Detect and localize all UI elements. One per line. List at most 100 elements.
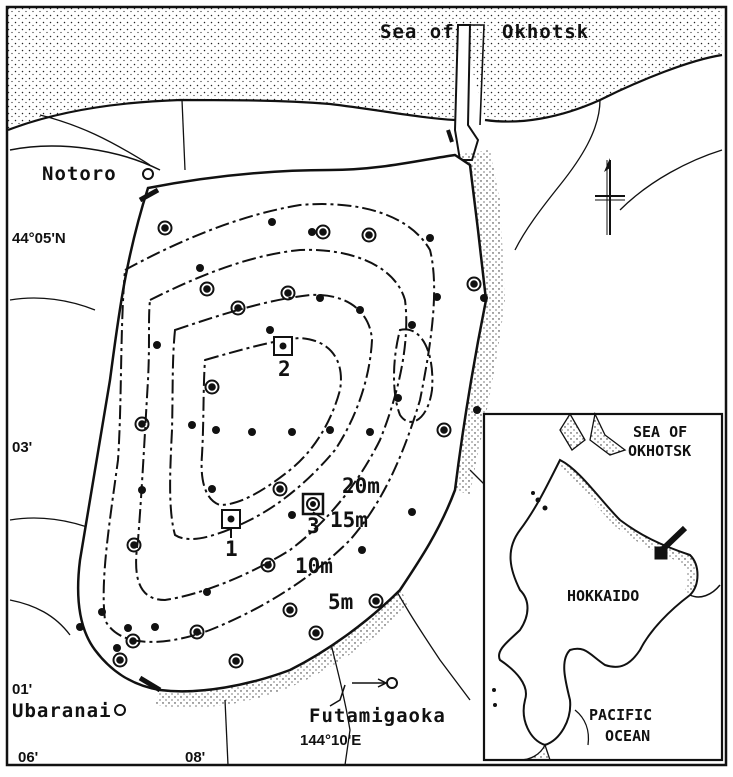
station-dot-icon: [473, 406, 481, 414]
station-dot-icon: [408, 508, 416, 516]
lake-channel: [453, 24, 480, 161]
station-dot-icon: [98, 608, 106, 616]
station-ringed-dot-icon: [126, 537, 142, 553]
stream-line: [514, 99, 601, 251]
pointer-line: [329, 684, 346, 707]
station-label-1: 1: [225, 537, 238, 561]
station-dot-icon: [316, 294, 324, 302]
station-ringed-dot-icon: [260, 557, 276, 573]
shore-structure: [138, 187, 160, 203]
hokkaido-inset: [482, 411, 724, 762]
station-dot-icon: [266, 326, 274, 334]
station-dot-icon: [188, 421, 196, 429]
station-dot-icon: [408, 321, 416, 329]
station-ringed-dot-icon: [125, 633, 141, 649]
station-dot-icon: [208, 485, 216, 493]
shore-structure: [138, 675, 162, 693]
place-futamigaoka: Futamigaoka: [309, 705, 446, 727]
inset-pointer-arrow-icon: [659, 525, 688, 553]
station-ringed-dot-icon: [272, 481, 288, 497]
station-dot-icon: [356, 306, 364, 314]
town-circle-icon: [386, 677, 398, 689]
contour-10m: [135, 248, 408, 602]
inset-sea-line1: SEA OF: [633, 423, 687, 441]
sea-label-line1: Sea of: [380, 21, 455, 43]
station-dot-icon: [358, 546, 366, 554]
coastline-northeast: [484, 53, 723, 123]
stream-line: [9, 599, 71, 636]
station-ringed-dot-icon: [466, 276, 482, 292]
station-label-2: 2: [278, 357, 291, 381]
depth-label-10m: 10m: [295, 554, 333, 578]
channel-wall: [470, 24, 485, 126]
station-3-marker: [301, 492, 325, 516]
town-circle-icon: [142, 168, 154, 180]
station-ringed-dot-icon: [157, 220, 173, 236]
inset-hokkaido: HOKKAIDO: [567, 587, 639, 605]
station-2-marker: [273, 336, 293, 356]
station-ringed-dot-icon: [282, 602, 298, 618]
depth-label-5m: 5m: [328, 590, 353, 614]
stream-line: [9, 297, 96, 311]
station-dot-icon: [268, 218, 276, 226]
stream-line: [9, 145, 161, 171]
station-dot-icon: [426, 234, 434, 242]
station-label-3: 3: [307, 514, 320, 538]
lon-label-08: 08': [185, 749, 205, 766]
station-dot-icon: [288, 428, 296, 436]
station-dot-icon: [113, 644, 121, 652]
sea-label-line2: Okhotsk: [502, 21, 589, 43]
stream-line: [181, 99, 186, 171]
stream-line: [9, 517, 96, 531]
station-ringed-dot-icon: [112, 652, 128, 668]
pointer-arrow-icon: [377, 678, 388, 688]
stream-line: [619, 149, 723, 211]
station-dot-icon: [124, 624, 132, 632]
inset-ocean-line1: PACIFIC: [589, 706, 652, 724]
shore-stipple-south: [155, 590, 410, 708]
depth-label-20m: 20m: [342, 474, 380, 498]
station-dot-icon: [308, 228, 316, 236]
inset-ocean-line2: OCEAN: [605, 727, 650, 745]
contour-5m: [102, 203, 436, 643]
station-ringed-dot-icon: [280, 285, 296, 301]
lat-label-03: 03': [12, 439, 32, 456]
station-ringed-dot-icon: [315, 224, 331, 240]
station-ringed-dot-icon: [308, 625, 324, 641]
station-ringed-dot-icon: [204, 379, 220, 395]
station-ringed: [112, 220, 482, 669]
shore-structure: [446, 129, 454, 143]
station-ringed-dot-icon: [134, 416, 150, 432]
coastline-north: [7, 98, 456, 132]
station-1-marker: [221, 509, 241, 538]
station-ringed-dot-icon: [199, 281, 215, 297]
station-dot-icon: [153, 341, 161, 349]
sea-of-okhotsk-area: [8, 8, 722, 130]
station-ringed-dot-icon: [189, 624, 205, 640]
contour-inner: [393, 328, 434, 423]
stream-line: [224, 699, 229, 766]
station-dot-icon: [196, 264, 204, 272]
place-notoro: Notoro: [42, 163, 117, 185]
station-ringed-dot-icon: [361, 227, 377, 243]
station-dot-icon: [151, 623, 159, 631]
place-ubaranai: Ubaranai: [12, 700, 112, 722]
town-circle-icon: [114, 704, 126, 716]
station-dot-icon: [326, 426, 334, 434]
depth-label-15m: 15m: [330, 508, 368, 532]
station-dot-icon: [138, 486, 146, 494]
station-dot-icon: [433, 293, 441, 301]
map-frame: [5, 5, 728, 767]
station-dot-icon: [248, 428, 256, 436]
inset-sea-line2: OKHOTSK: [628, 442, 691, 460]
contour-20m: [200, 336, 342, 507]
station-dot-icon: [212, 426, 220, 434]
station-ringed-dot-icon: [436, 422, 452, 438]
station-dot-icon: [203, 588, 211, 596]
station-ringed-dot-icon: [230, 300, 246, 316]
lat-label-01: 01': [12, 681, 32, 698]
station-dot-icon: [366, 428, 374, 436]
station-ringed-dot-icon: [228, 653, 244, 669]
